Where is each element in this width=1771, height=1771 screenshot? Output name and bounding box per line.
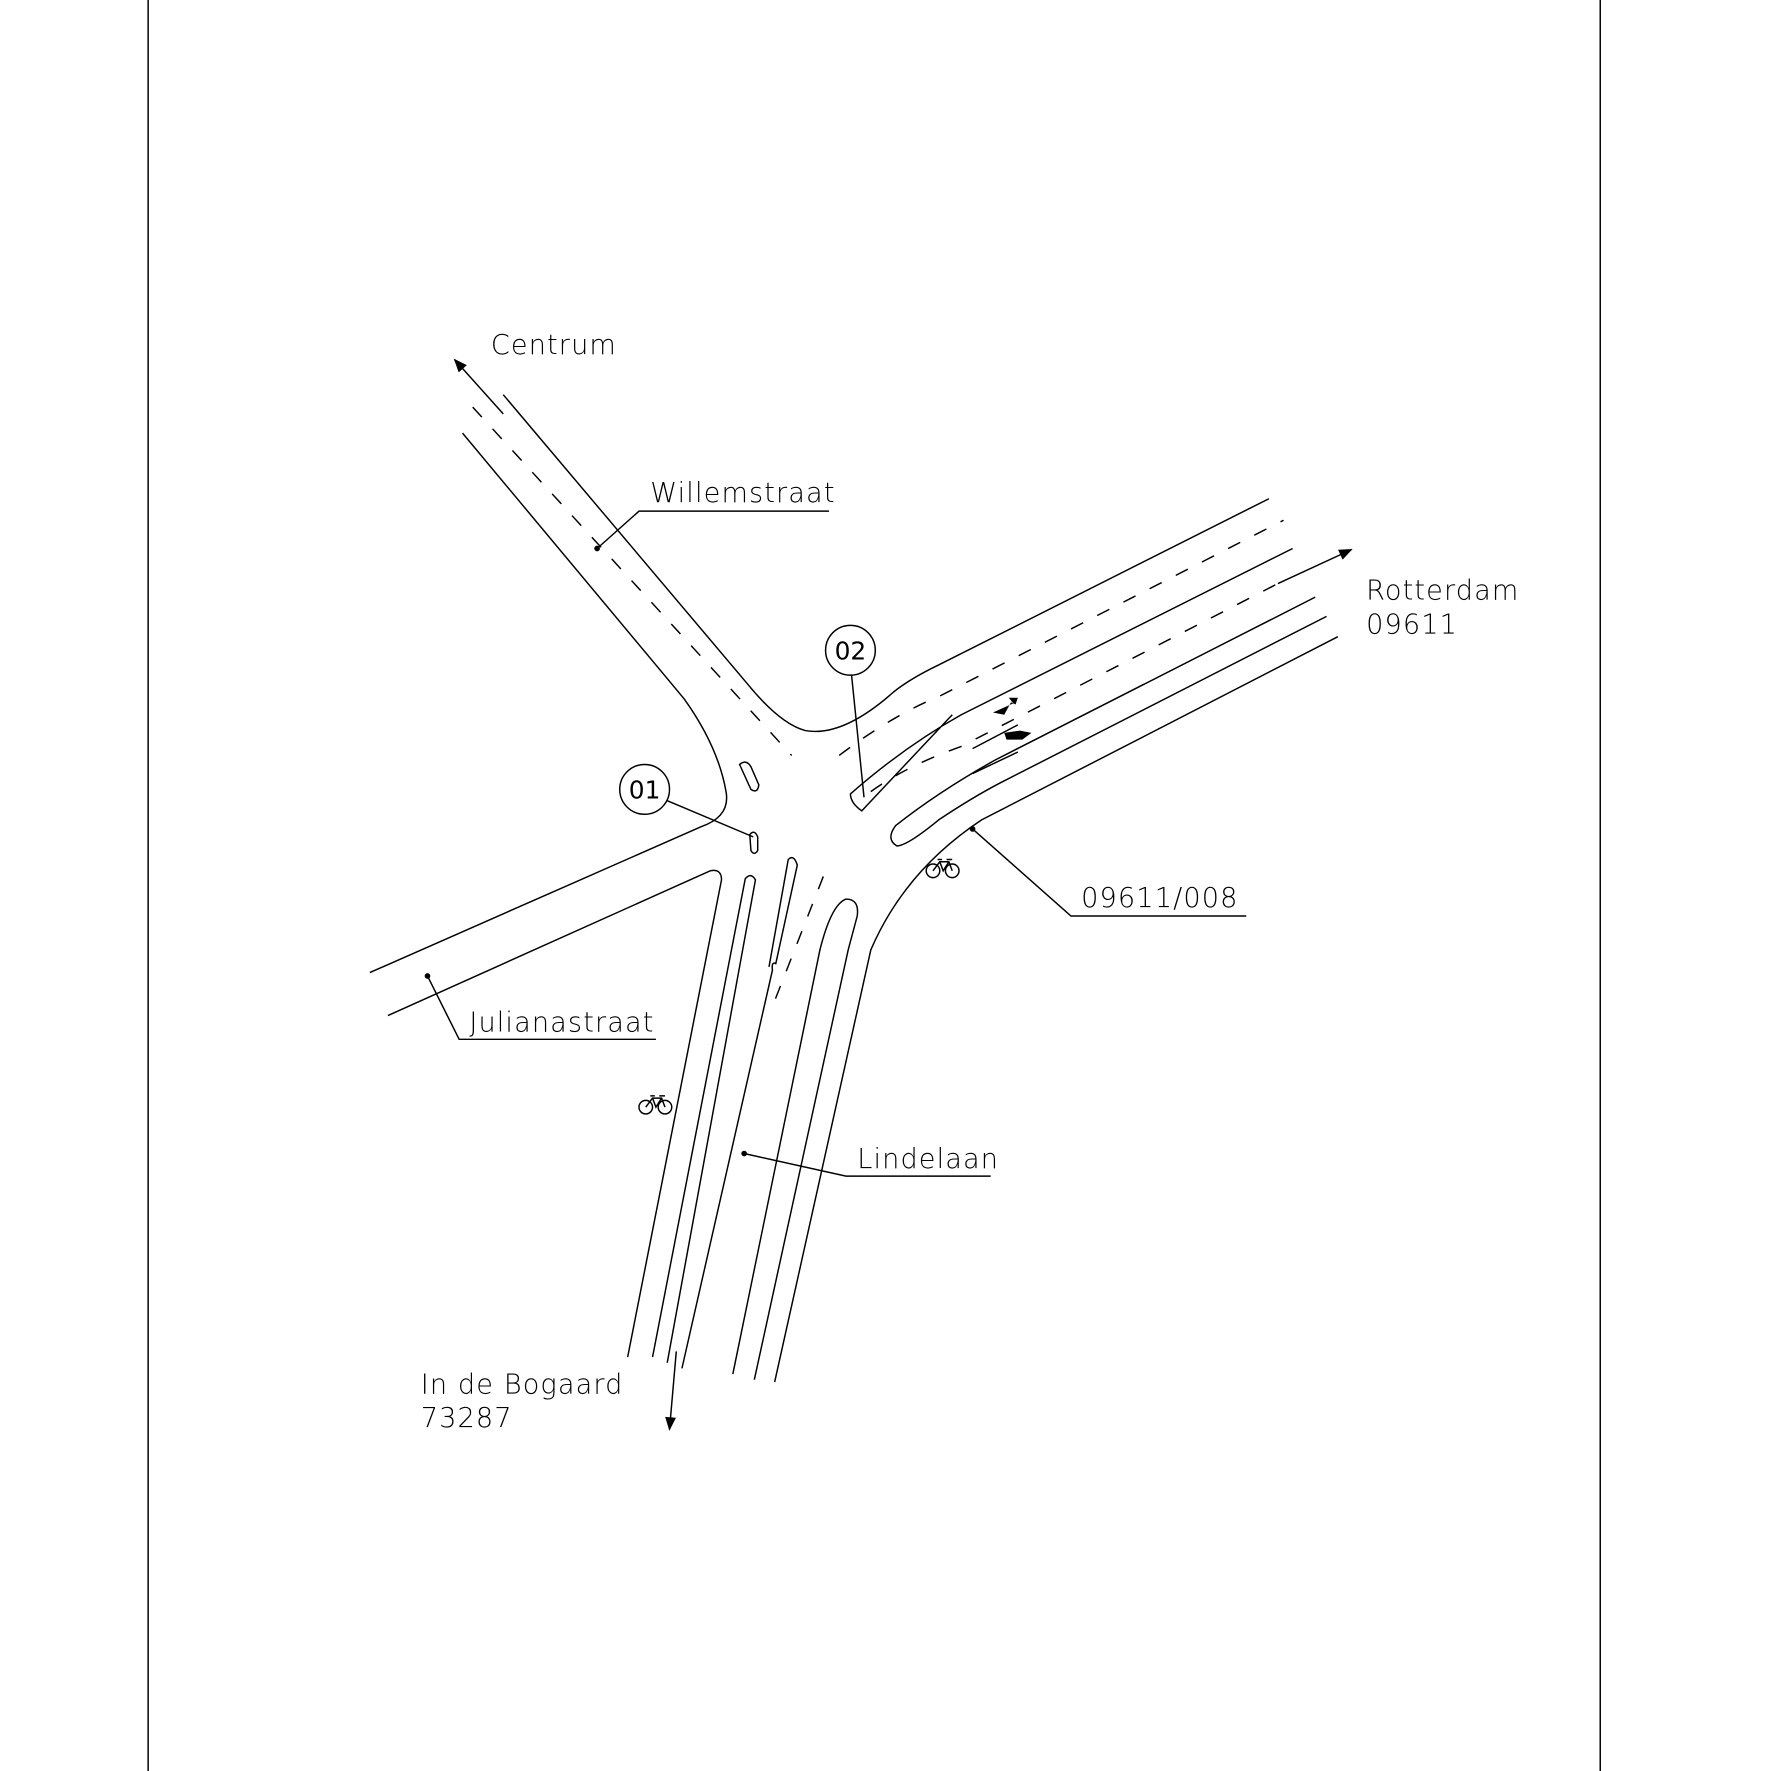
road-code-dot bbox=[969, 826, 976, 832]
lane-arrow-left-icon bbox=[992, 697, 1018, 715]
rotterdam-lane-divider bbox=[849, 547, 1293, 812]
lindelaan-median bbox=[681, 856, 799, 1369]
lindelaan-centerline bbox=[771, 876, 824, 1007]
julianastraat-dot bbox=[424, 973, 431, 979]
centrum-arrow bbox=[453, 358, 504, 415]
lane-arrow-right-icon bbox=[1004, 730, 1032, 740]
marker-01-leader bbox=[666, 800, 754, 838]
willemstraat-left-edge bbox=[369, 432, 728, 974]
road-code-leader bbox=[972, 828, 1247, 917]
marker-01-label: 01 bbox=[629, 775, 661, 804]
julianastraat-label: Julianastraat bbox=[469, 1007, 654, 1038]
willemstraat-dot bbox=[594, 545, 600, 552]
lindelaan-dot bbox=[741, 1150, 747, 1157]
rotterdam-arrow bbox=[1277, 548, 1353, 585]
lane-line-a bbox=[972, 724, 1019, 750]
bogaard-label: In de Bogaard bbox=[421, 1369, 624, 1400]
bicycle-icon bbox=[638, 1095, 673, 1115]
marker-01[interactable] bbox=[619, 763, 671, 815]
rotterdam-centerline-lower bbox=[870, 582, 1279, 793]
marker-02[interactable] bbox=[824, 624, 877, 676]
centrum-label: Centrum bbox=[491, 330, 617, 361]
marker-02-label: 02 bbox=[835, 636, 867, 665]
island-west bbox=[738, 761, 760, 792]
willemstraat-centerline bbox=[472, 406, 793, 756]
willemstraat-label: Willemstraat bbox=[650, 478, 835, 509]
lindelaan-island bbox=[732, 898, 859, 1380]
bogaard-code: 73287 bbox=[421, 1403, 513, 1434]
marker-02-leader bbox=[850, 675, 865, 798]
island-01 bbox=[749, 831, 759, 854]
willemstraat-leader bbox=[596, 510, 829, 550]
bogaard-arrow bbox=[665, 1351, 678, 1431]
julianastraat-bottom-edge bbox=[387, 869, 723, 1358]
bicycle-icon bbox=[925, 858, 960, 879]
lane-line-b bbox=[972, 751, 1019, 775]
rotterdam-centerline-upper bbox=[838, 519, 1284, 757]
road-code-label: 09611/008 bbox=[1081, 883, 1238, 914]
lindelaan-leader bbox=[743, 1152, 991, 1177]
julianastraat-leader bbox=[426, 975, 656, 1041]
willemstraat-right-edge bbox=[502, 394, 1270, 733]
lindelaan-label: Lindelaan bbox=[857, 1144, 999, 1175]
rotterdam-code: 09611 bbox=[1366, 609, 1458, 640]
rotterdam-island bbox=[890, 596, 1327, 847]
rotterdam-label: Rotterdam bbox=[1366, 575, 1519, 606]
lindelaan-narrow-island bbox=[651, 874, 757, 1363]
